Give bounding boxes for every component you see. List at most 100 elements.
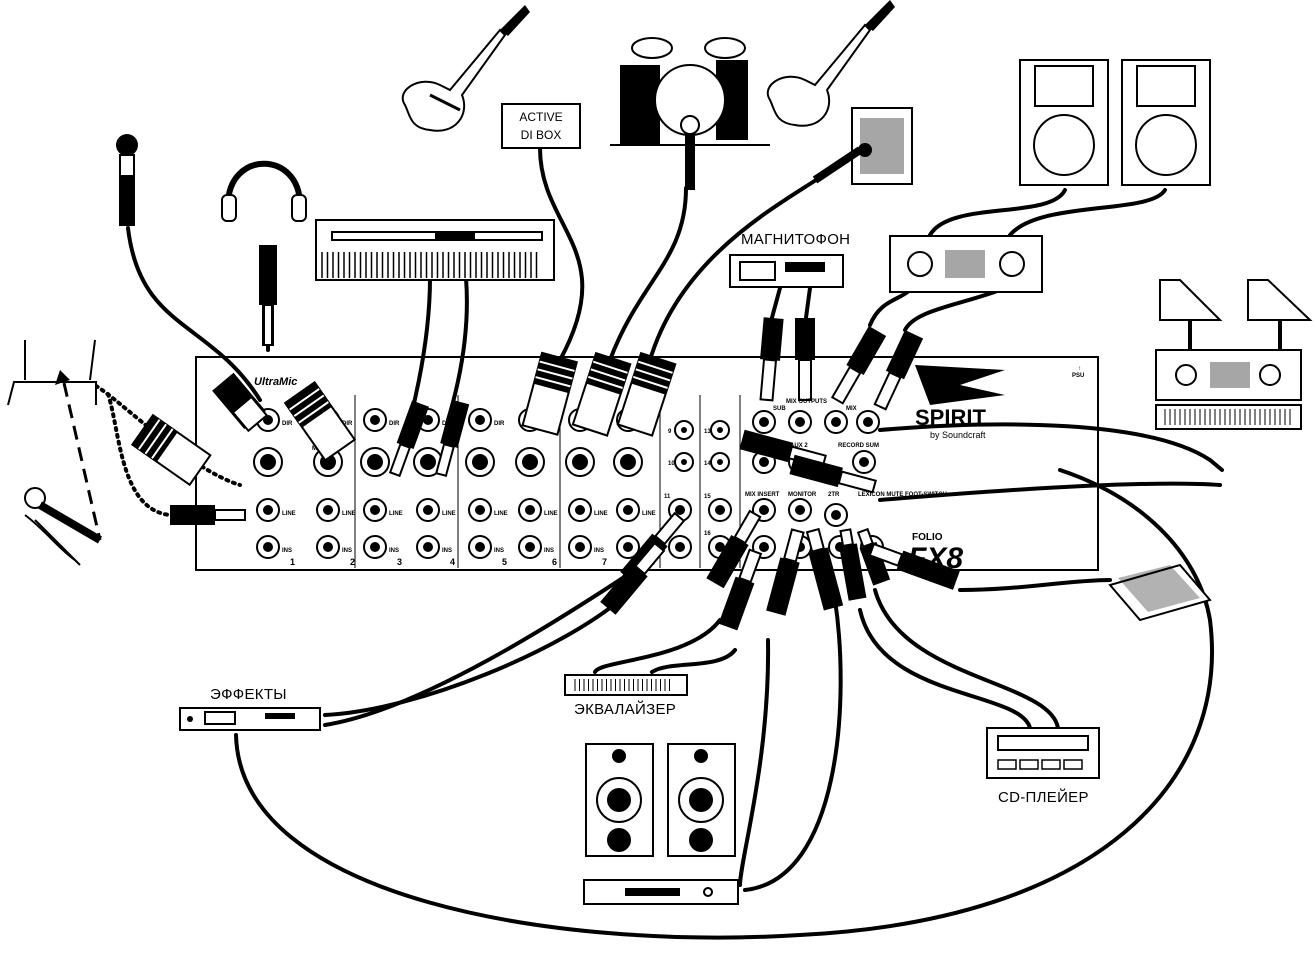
wireless-mic-icon (24, 487, 103, 566)
stereo-channel-number: 13 (704, 429, 711, 435)
line-label: LINE (594, 511, 608, 517)
dir-jack-hole (475, 415, 485, 425)
monitor-wedge-left (1159, 279, 1223, 321)
headphones-icon (221, 160, 307, 346)
mic-xlr-jack-center (620, 454, 636, 470)
channel-number: 6 (552, 557, 557, 567)
ins-label: INS (494, 548, 504, 554)
ins-jack-hole (623, 542, 633, 552)
active-di-box: ACTIVE DI BOX (501, 103, 581, 149)
mic-xlr-jack-center (260, 454, 276, 470)
line-jack-hole (623, 505, 633, 515)
ins-label: INS (544, 548, 554, 554)
stereo-line-jack-hole (715, 542, 725, 552)
label-record-sum: RECORD SUM (838, 443, 879, 449)
ins-jack-hole (525, 542, 535, 552)
label-mix-insert: MIX INSERT (745, 492, 780, 498)
ins-label: INS (594, 548, 604, 554)
label-lexicon-mute: LEXICON MUTE FOOT-SWITCH (858, 492, 947, 498)
ins-label: INS (389, 548, 399, 554)
rca-jack-center (681, 427, 687, 433)
di-box-label-line2: DI BOX (521, 128, 562, 142)
brand-primary: SPIRIT (915, 405, 986, 430)
master-jack-hole (795, 505, 805, 515)
tape-recorder-icon (729, 254, 844, 288)
equalizer-unit-icon (564, 674, 688, 696)
ins-label: INS (342, 548, 352, 554)
dir-label: DIR (494, 421, 505, 427)
stereo-channel-number: 9 (668, 429, 672, 435)
tape-recorder-label: МАГНИТОФОН (741, 231, 851, 248)
rca-jack-center (717, 427, 723, 433)
ins-jack-hole (370, 542, 380, 552)
channel-number: 7 (602, 557, 607, 567)
label-mix: MIX (846, 406, 857, 412)
line-label: LINE (442, 511, 456, 517)
channel-number: 1 (290, 557, 295, 567)
stereo-channel-number: 16 (704, 531, 711, 537)
channel-strip-4: DIRLINEINS4 (413, 408, 456, 567)
master-jack-hole (759, 505, 769, 515)
mic-xlr-jack-center (472, 454, 488, 470)
line-jack-hole (475, 505, 485, 515)
stereo-line-jack-hole (675, 542, 685, 552)
stereo-channel-number: 11 (664, 494, 671, 500)
line-jack-hole (423, 505, 433, 515)
label-monitor: MONITOR (788, 492, 817, 498)
master-jack-hole (759, 457, 769, 467)
master-jack-hole (859, 457, 869, 467)
line-label: LINE (282, 511, 296, 517)
pa-speaker-right (1121, 59, 1211, 186)
monitor-wedge-right (1247, 279, 1313, 321)
dir-jack-hole (423, 415, 433, 425)
equalizer-label: ЭКВАЛАЙЗЕР (574, 701, 677, 718)
power-amp-icon (889, 235, 1043, 293)
mic-xlr-jack-center (420, 454, 436, 470)
spirit-logo: SPIRIT by Soundcraft (915, 365, 1005, 440)
effects-unit-icon (179, 707, 321, 731)
ins-jack-hole (475, 542, 485, 552)
master-jack-hole (863, 417, 873, 427)
stereo-line-jack-hole (715, 505, 725, 515)
label-aux1: AUX 1 (755, 443, 773, 449)
ins-jack-hole (423, 542, 433, 552)
drum-kit-icon (610, 37, 770, 190)
footswitch-icon (1108, 563, 1212, 622)
pa-speaker-left (1019, 59, 1109, 186)
channel-number: 2 (350, 557, 355, 567)
line-jack-hole (370, 505, 380, 515)
label-sub: SUB (773, 406, 786, 412)
master-jack-hole (831, 417, 841, 427)
label-2tr: 2TR (828, 492, 840, 498)
mic-xlr-jack-center (367, 454, 383, 470)
keyboard-icon (315, 219, 555, 281)
ins-label: INS (442, 548, 452, 554)
line-jack-hole (263, 505, 273, 515)
rca-jack-center (717, 459, 723, 465)
ins-jack-hole (263, 542, 273, 552)
cd-player-icon (986, 727, 1100, 779)
monitor-amp-icon (583, 879, 739, 905)
label-aux2: AUX 2 (790, 443, 808, 449)
stereo-channel-number: 15 (704, 494, 711, 500)
psu-arrow: ↑ (1078, 366, 1081, 372)
dir-label: DIR (342, 421, 353, 427)
master-jack-hole (831, 510, 841, 520)
dir-label: DIR (389, 421, 400, 427)
handheld-mic-icon (116, 134, 138, 226)
effects-label: ЭФФЕКТЫ (210, 686, 287, 703)
line-label: LINE (342, 511, 356, 517)
stereo-channel-number: 10 (668, 461, 675, 467)
line-jack-hole (323, 505, 333, 515)
model-logo: FOLIO FX8 (908, 532, 963, 575)
mixer-jacks: DIRLINEINS1DIRLINEINS2DIRLINEINS3DIRLINE… (253, 408, 656, 567)
line-label: LINE (389, 511, 403, 517)
master-jack-hole (759, 417, 769, 427)
electric-guitar-icon (401, 5, 530, 132)
studio-monitor-left (585, 743, 654, 857)
master-jack-hole (795, 417, 805, 427)
channel-number: 5 (502, 557, 507, 567)
rca-jack-center (681, 459, 687, 465)
